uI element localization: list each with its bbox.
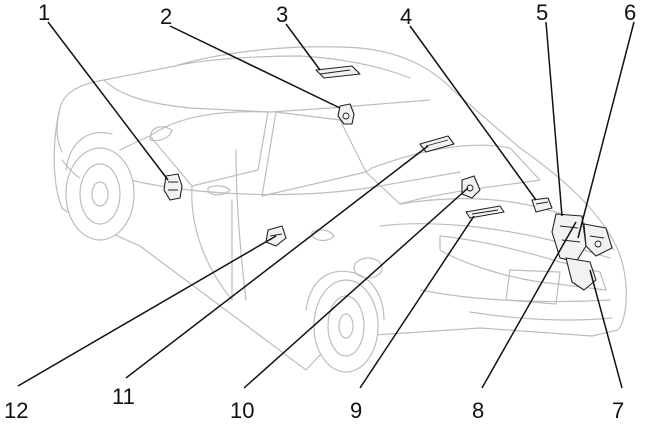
callout-7: 7 — [612, 398, 624, 423]
leader-1 — [47, 21, 169, 181]
callout-5: 5 — [536, 0, 548, 25]
leader-4 — [409, 25, 537, 201]
component-part-4 — [531, 197, 553, 213]
callout-12: 12 — [4, 398, 28, 423]
leader-7 — [589, 269, 623, 389]
callout-8: 8 — [472, 398, 484, 423]
component-part-1 — [163, 173, 183, 201]
callout-labels: 1 2 3 4 5 6 7 8 9 10 11 12 — [4, 0, 636, 423]
callout-2: 2 — [160, 4, 172, 29]
leader-5 — [545, 21, 563, 217]
leader-10 — [243, 187, 469, 389]
leader-lines — [17, 21, 635, 389]
leader-11 — [125, 145, 429, 379]
leader-12 — [17, 235, 277, 387]
callout-4: 4 — [400, 4, 412, 29]
callout-6: 6 — [624, 0, 636, 25]
leader-6 — [577, 21, 635, 239]
component-part-9 — [465, 205, 505, 219]
leader-3 — [285, 23, 321, 71]
callout-1: 1 — [38, 0, 50, 25]
component-part-10 — [461, 175, 481, 199]
leader-8 — [481, 221, 577, 389]
component-part-5-6-7-8 — [551, 213, 613, 291]
callout-11: 11 — [112, 384, 135, 409]
callout-9: 9 — [350, 398, 362, 423]
callout-10: 10 — [230, 398, 254, 423]
leader-2 — [169, 25, 341, 109]
leader-9 — [359, 215, 475, 389]
component-part-3 — [315, 65, 361, 79]
component-part-2 — [337, 103, 355, 125]
callout-3: 3 — [276, 2, 288, 27]
